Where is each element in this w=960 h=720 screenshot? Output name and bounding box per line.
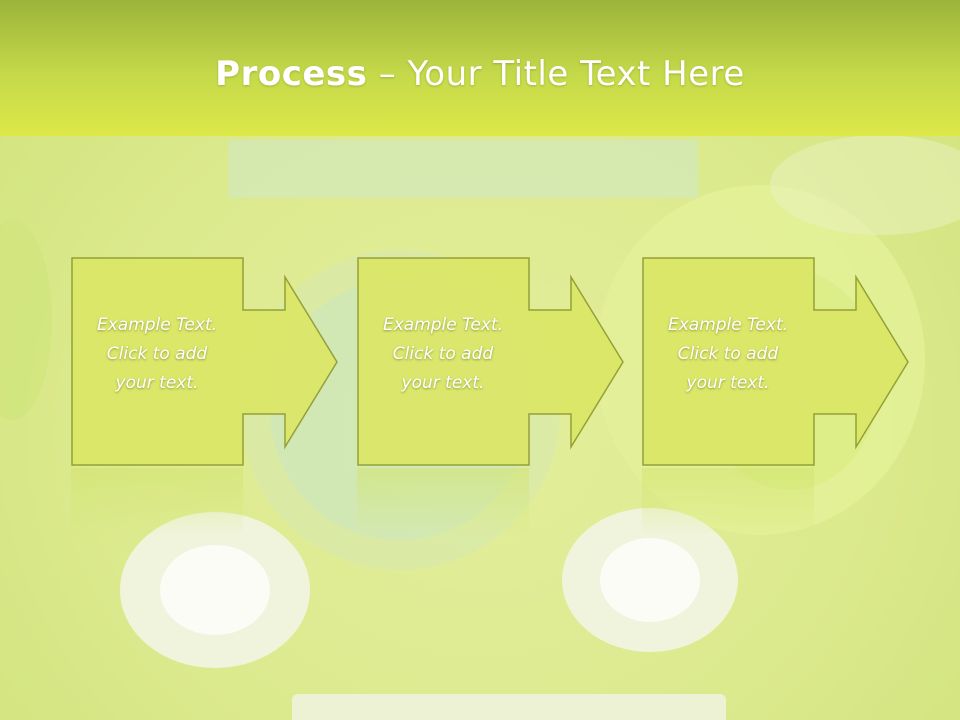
title-bold: Process — [215, 54, 368, 94]
step-shape — [71, 257, 338, 466]
process-step-1[interactable]: Example Text. Click to add your text. — [71, 257, 415, 467]
step-shape — [642, 257, 909, 466]
title-separator: – — [367, 54, 408, 94]
step-reflection — [71, 468, 243, 538]
process-step-3[interactable]: Example Text. Click to add your text. — [642, 257, 960, 467]
step-text[interactable]: Example Text. Click to add your text. — [96, 315, 218, 393]
slide-title[interactable]: Process – Your Title Text Here — [0, 52, 960, 96]
step-shape — [357, 257, 624, 466]
step-text[interactable]: Example Text. Click to add your text. — [382, 315, 504, 393]
step-reflection — [357, 468, 529, 538]
title-bar: Process – Your Title Text Here — [0, 0, 960, 136]
title-text: Your Title Text Here — [407, 54, 745, 94]
process-step-2[interactable]: Example Text. Click to add your text. — [357, 257, 701, 467]
step-reflection — [642, 468, 814, 538]
step-text[interactable]: Example Text. Click to add your text. — [667, 315, 789, 393]
